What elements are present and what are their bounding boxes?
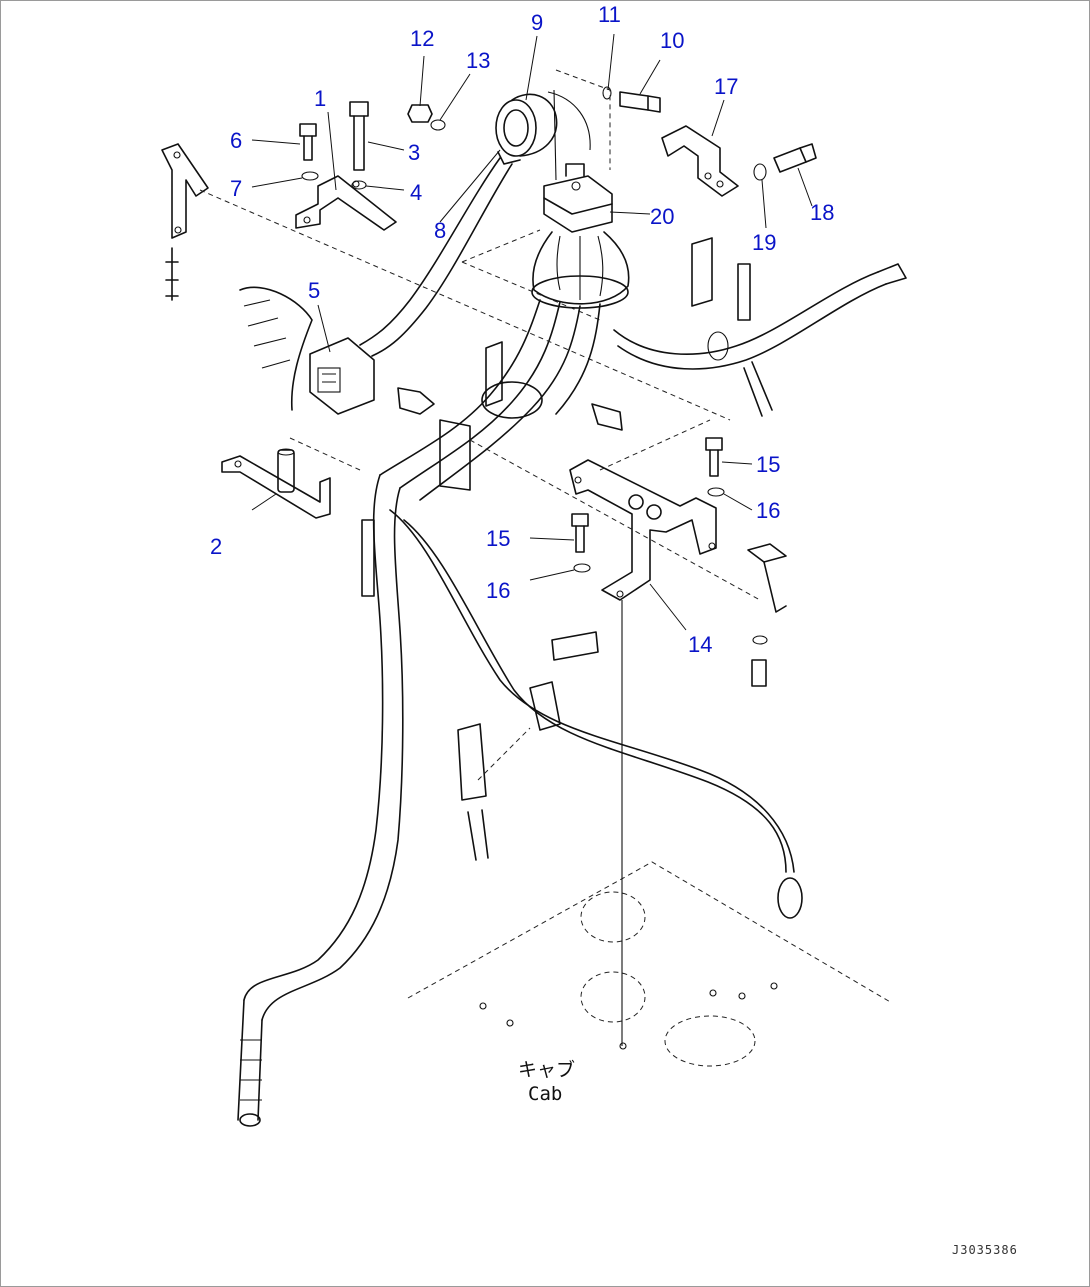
- callout-15-left: 15: [486, 526, 510, 551]
- callout-19: 19: [752, 230, 776, 255]
- callout-7: 7: [230, 176, 242, 201]
- left-stay: [161, 143, 209, 301]
- callout-13: 13: [466, 48, 490, 73]
- clip-lower-center: [361, 519, 599, 861]
- clip-upper-right: [691, 237, 773, 417]
- callout-3: 3: [408, 140, 420, 165]
- clip-lower-right: [747, 543, 787, 687]
- callout-17: 17: [714, 74, 738, 99]
- bracket-2: [221, 448, 331, 519]
- main-harness: [237, 157, 907, 1127]
- cab-label-en: Cab: [528, 1083, 562, 1105]
- bolt-3: [349, 101, 369, 190]
- leader-lines: [251, 33, 813, 631]
- horn-9: [495, 91, 591, 165]
- drawing-code: J3035386: [952, 1243, 1018, 1257]
- cab-floor: [407, 861, 893, 1067]
- callout-20: 20: [650, 204, 674, 229]
- bracket-1: [295, 175, 397, 231]
- callout-16-right: 16: [756, 498, 780, 523]
- bracket-14: [569, 459, 717, 601]
- callout-12: 12: [410, 26, 434, 51]
- bracket-17: [661, 125, 739, 197]
- callout-4: 4: [410, 180, 422, 205]
- callout-15-right: 15: [756, 452, 780, 477]
- grommet-boot: [531, 231, 630, 309]
- bolt-18: [753, 143, 817, 181]
- callout-14: 14: [688, 632, 712, 657]
- callout-16-left: 16: [486, 578, 510, 603]
- bolt-15-left: [571, 513, 591, 573]
- callout-18: 18: [810, 200, 834, 225]
- callout-2: 2: [210, 534, 222, 559]
- bolt-6: [299, 123, 319, 181]
- callout-8: 8: [434, 218, 446, 243]
- clip-center: [397, 341, 623, 491]
- callout-6: 6: [230, 128, 242, 153]
- callout-1: 1: [314, 86, 326, 111]
- nut-12: [407, 104, 446, 131]
- callouts: 1 2 3 4 5 6 7 8 9 10 11 12 13 14 15 15 1…: [210, 2, 834, 657]
- cab-label-jp: キャブ: [518, 1058, 575, 1081]
- callout-9: 9: [531, 10, 543, 35]
- callout-11: 11: [598, 2, 621, 27]
- callout-10: 10: [660, 28, 684, 53]
- connector-5: [239, 286, 375, 415]
- bolt-15-right: [705, 437, 725, 497]
- connector-20: [543, 163, 613, 233]
- callout-5: 5: [308, 278, 320, 303]
- bolt-10: [602, 86, 661, 113]
- reference-lines: [199, 69, 761, 1046]
